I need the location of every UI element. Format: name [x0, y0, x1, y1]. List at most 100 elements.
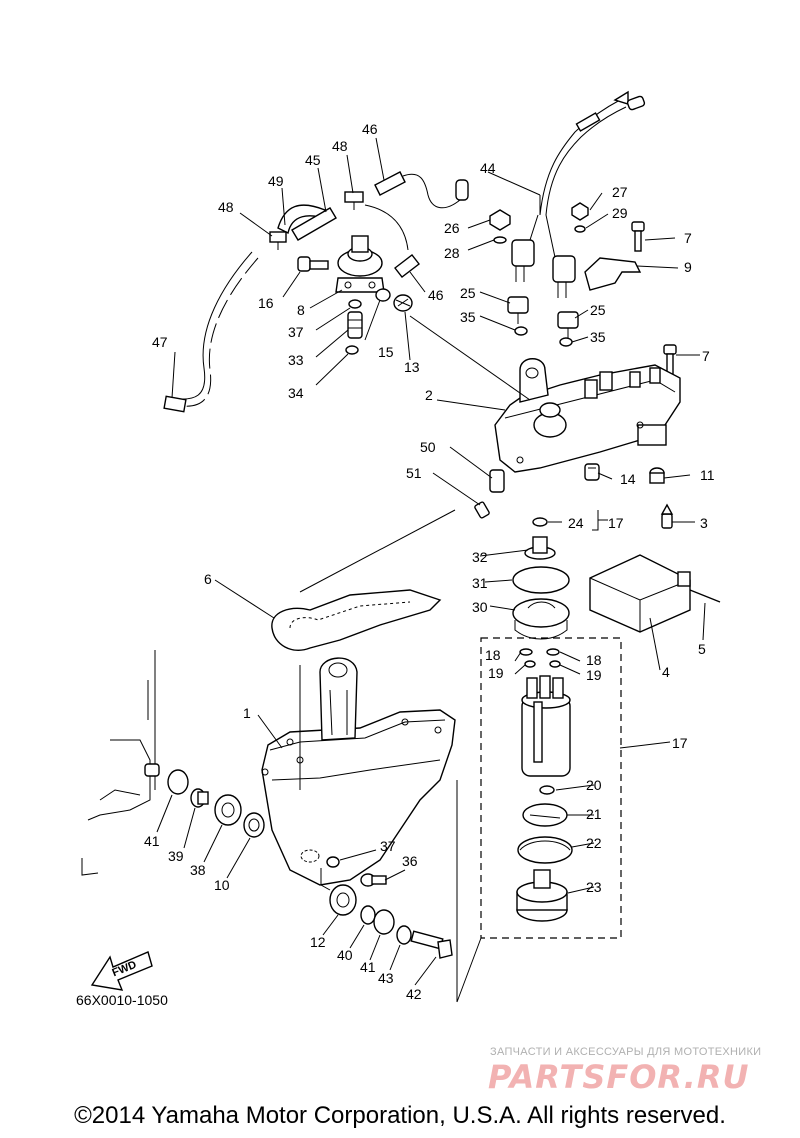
callout-9: 9	[684, 259, 692, 275]
callout-25b: 25	[590, 302, 606, 318]
callout-38: 38	[190, 862, 206, 878]
callout-16: 16	[258, 295, 274, 311]
callout-48a: 48	[218, 199, 234, 215]
callout-51: 51	[406, 465, 422, 481]
part-connector-25b	[557, 311, 579, 338]
part-hose-46b	[394, 254, 420, 278]
part-strainer-13	[393, 294, 413, 312]
callout-50: 50	[420, 439, 436, 455]
part-oring-37a	[348, 299, 362, 309]
part-pump-17	[521, 675, 571, 777]
part-washer-19b	[549, 660, 561, 668]
leader-lines	[156, 137, 706, 1003]
part-cover-2	[494, 358, 681, 473]
watermark-subtitle: ЗАПЧАСТИ И АКСЕССУАРЫ ДЛЯ МОТОТЕХНИКИ	[490, 1046, 762, 1058]
callout-14: 14	[620, 471, 636, 487]
part-connector-25a	[507, 296, 529, 324]
part-fitting-33	[347, 311, 363, 339]
part-washer-19a	[524, 660, 536, 668]
part-fitting-3	[660, 503, 674, 529]
callout-37a: 37	[288, 324, 304, 340]
part-oring-31	[512, 566, 570, 594]
part-oring-34	[345, 345, 359, 355]
callout-11: 11	[700, 467, 715, 483]
callout-12: 12	[310, 934, 326, 950]
callout-8: 8	[297, 302, 305, 318]
part-oring-18a	[519, 648, 533, 656]
part-hose-end-47	[163, 395, 187, 413]
part-joint-48a	[269, 231, 287, 250]
part-hose-47	[174, 257, 259, 407]
part-grommet-10	[243, 812, 265, 838]
part-pin-5	[689, 589, 721, 603]
callout-2: 2	[425, 387, 433, 403]
callouts: 1 2 3 4 5 6 7 7 8 9 10 11 12 13 14 15 16…	[76, 121, 715, 1008]
callout-19b: 19	[586, 667, 602, 683]
part-valve-32	[524, 536, 556, 560]
callout-7b: 7	[702, 348, 710, 364]
part-washer-41b	[373, 909, 395, 935]
callout-25a: 25	[460, 285, 476, 301]
callout-17a: 17	[608, 515, 624, 531]
callout-33: 33	[288, 352, 304, 368]
callout-35b: 35	[590, 329, 606, 345]
callout-18b: 18	[586, 652, 602, 668]
part-oring-15	[375, 288, 391, 302]
callout-39: 39	[168, 848, 184, 864]
part-oring-24	[532, 517, 548, 527]
parts-artwork	[81, 90, 721, 991]
callout-1: 1	[243, 705, 251, 721]
callout-47: 47	[152, 334, 168, 350]
callout-19a: 19	[488, 665, 504, 681]
part-collar-39	[190, 788, 209, 808]
callout-31: 31	[472, 575, 488, 591]
callout-45: 45	[305, 152, 321, 168]
part-oring-35b	[559, 337, 573, 347]
part-oring-37b	[326, 856, 340, 868]
callout-24: 24	[568, 515, 584, 531]
engine-outline	[81, 650, 160, 876]
diagram-code: 66X0010-1050	[76, 992, 168, 1008]
part-plate-22	[517, 836, 573, 864]
callout-18a: 18	[485, 647, 501, 663]
part-washer-20	[539, 785, 555, 795]
callout-4: 4	[662, 664, 670, 680]
callout-41b: 41	[360, 959, 376, 975]
part-washer-41a	[167, 769, 189, 795]
part-washer-43	[396, 925, 412, 945]
part-screw-36	[360, 873, 387, 887]
callout-29: 29	[612, 205, 628, 221]
part-hose-46a	[374, 171, 406, 196]
callout-42: 42	[406, 986, 422, 1002]
callout-37b: 37	[380, 838, 396, 854]
callout-7a: 7	[684, 230, 692, 246]
callout-36: 36	[402, 853, 418, 869]
callout-10: 10	[214, 877, 230, 893]
part-bolt-16	[297, 256, 329, 272]
callout-26: 26	[444, 220, 460, 236]
part-cap-14	[584, 463, 600, 481]
part-filter-8	[335, 235, 385, 293]
callout-6: 6	[204, 571, 212, 587]
part-oring-35a	[514, 326, 528, 336]
callout-17b: 17	[672, 735, 688, 751]
part-bolt-7a	[631, 221, 645, 252]
part-pump-assembly-box-17	[480, 637, 622, 939]
callout-27: 27	[612, 184, 628, 200]
part-nut-27	[571, 202, 589, 221]
part-washer-28	[493, 236, 507, 244]
callout-43: 43	[378, 970, 394, 986]
callout-3: 3	[700, 515, 708, 531]
part-filter-23	[516, 869, 568, 922]
part-bolt-42	[410, 930, 453, 959]
callout-21: 21	[586, 806, 602, 822]
copyright-notice: ©2014 Yamaha Motor Corporation, U.S.A. A…	[74, 1102, 726, 1129]
callout-32: 32	[472, 549, 488, 565]
part-fitting-50	[489, 469, 505, 493]
callout-23: 23	[586, 879, 602, 895]
part-harness-44	[511, 90, 646, 298]
part-plate-21	[522, 803, 568, 827]
part-module-4	[589, 554, 691, 633]
callout-41a: 41	[144, 833, 160, 849]
